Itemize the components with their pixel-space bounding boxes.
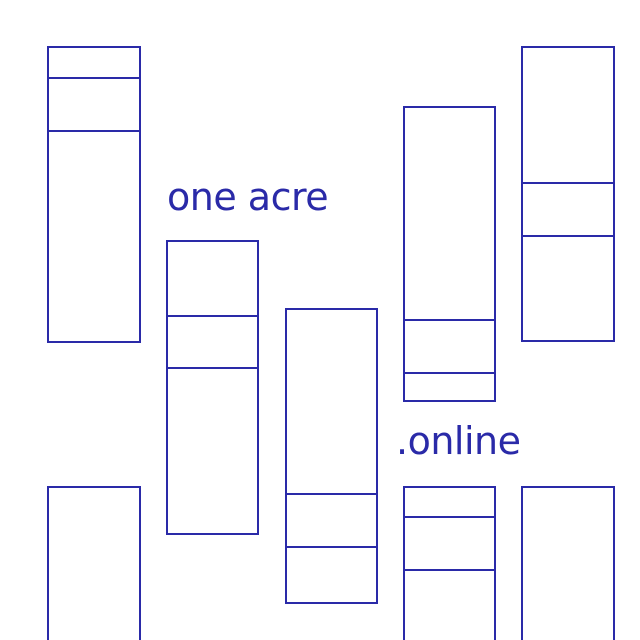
plot-outline [403,486,496,640]
plot-block [285,308,378,604]
plot-block [521,46,615,342]
plot-block [47,486,141,640]
plot-outline [403,106,496,402]
plot-block [403,486,496,640]
plot-outline [47,486,141,640]
plot-block [521,486,615,640]
brand-name: one acre [167,175,329,219]
plot-outline [166,240,259,535]
plot-outline [521,486,615,640]
brand-domain-suffix: .online [396,419,521,463]
plot-outline [521,46,615,342]
plot-block [47,46,141,343]
plot-block [403,106,496,402]
plot-outline [285,308,378,604]
plot-block [166,240,259,535]
plot-outline [47,46,141,343]
